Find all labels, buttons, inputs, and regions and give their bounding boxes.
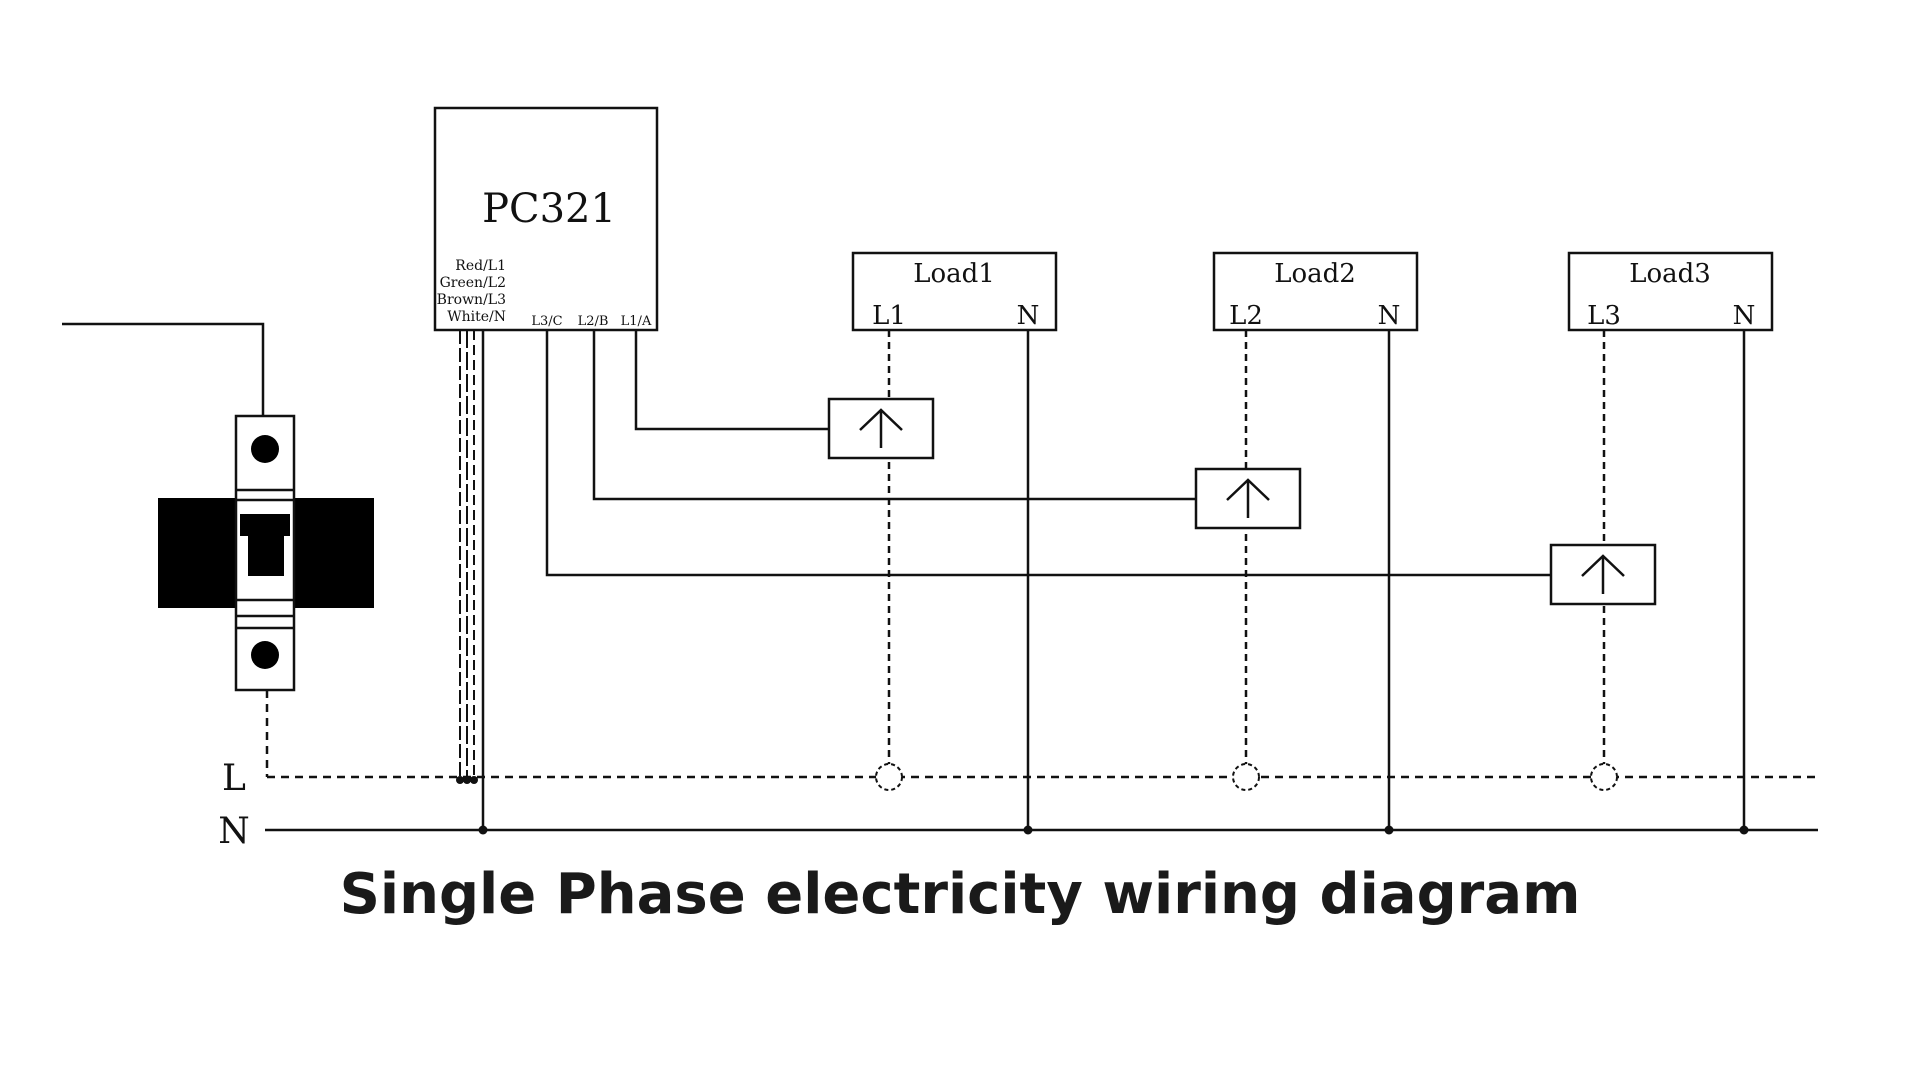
- load3-line-label: L3: [1587, 301, 1621, 331]
- load3-name: Load3: [1629, 259, 1711, 289]
- meter-name: PC321: [482, 186, 616, 232]
- current-transformer-arrow-icon: [1194, 467, 1302, 530]
- current-transformer-arrow-icon: [1549, 543, 1657, 606]
- wire-label-red: Red/L1: [455, 258, 506, 274]
- ct2-lead-wire: [592, 330, 1196, 501]
- wire-label-white: White/N: [447, 309, 506, 325]
- load3-neutral-label: N: [1733, 301, 1756, 331]
- breaker-icon: [158, 414, 374, 692]
- ct1-lead-wire: [634, 330, 829, 431]
- meter-box: [433, 106, 659, 332]
- supply-wire: [62, 322, 265, 416]
- line-junction-3: [1590, 763, 1618, 791]
- neutral-bus-label: N: [218, 811, 250, 852]
- load1-neutral-label: N: [1017, 301, 1040, 331]
- terminal-label-l2: L2/B: [578, 314, 609, 329]
- terminal-label-l3: L3/C: [531, 314, 562, 329]
- load1-box: [851, 251, 1058, 332]
- current-transformer-arrow-icon: [827, 397, 935, 460]
- load2-name: Load2: [1274, 259, 1356, 289]
- load3-box: [1567, 251, 1774, 332]
- line-bus-label: L: [222, 758, 246, 799]
- load2-box: [1212, 251, 1419, 332]
- diagram-title: Single Phase electricity wiring diagram: [339, 862, 1581, 927]
- terminal-label-l1: L1/A: [621, 314, 652, 329]
- load1-name: Load1: [913, 259, 995, 289]
- line-junction-2: [1232, 763, 1260, 791]
- load1-line-label: L1: [872, 301, 906, 331]
- load2-line-label: L2: [1229, 301, 1263, 331]
- line-junction-1: [875, 763, 903, 791]
- load2-neutral-label: N: [1378, 301, 1401, 331]
- wire-label-brown: Brown/L3: [437, 292, 506, 308]
- ct3-lead-wire: [545, 330, 1551, 577]
- wire-label-green: Green/L2: [440, 275, 506, 291]
